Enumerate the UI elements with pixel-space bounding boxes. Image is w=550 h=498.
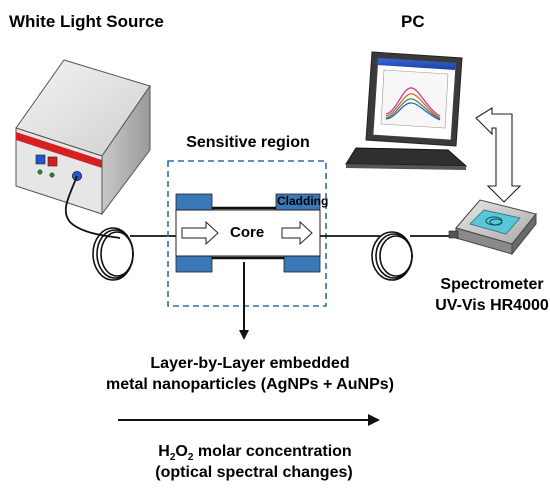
formula-sub2: 2 xyxy=(187,452,194,464)
lbl-description-line1: Layer-by-Layer embedded xyxy=(150,355,350,372)
cladding-label: Cladding xyxy=(277,194,329,208)
spectrometer-model-label: UV-Vis HR4000 xyxy=(435,297,549,314)
sensitive-region-label: Sensitive region xyxy=(186,134,310,151)
arrow-icon xyxy=(475,107,522,203)
pc-icon xyxy=(345,51,468,170)
light-source-label: White Light Source xyxy=(9,12,164,31)
sensitive-region-box xyxy=(167,160,327,307)
spectral-changes-label: (optical spectral changes) xyxy=(155,464,353,481)
arrow-icon xyxy=(281,220,313,246)
red-switch xyxy=(47,156,58,167)
concentration-label: H2O2 molar concentration xyxy=(158,443,351,463)
light-source-icon xyxy=(15,59,151,216)
concentration-text: molar concentration xyxy=(193,443,352,460)
spectrometer-label: Spectrometer xyxy=(440,276,544,293)
spectrometer-icon xyxy=(448,199,537,256)
fiber-cable xyxy=(64,175,121,239)
formula-h: H xyxy=(158,443,170,460)
formula-sub1: 2 xyxy=(169,452,176,464)
fiber-coil-icon xyxy=(371,231,413,281)
arrow-icon xyxy=(181,220,219,246)
lbl-description-line2: metal nanoparticles (AgNPs + AuNPs) xyxy=(106,376,394,393)
core-label: Core xyxy=(230,224,265,241)
fiber-coil-icon xyxy=(92,227,134,281)
formula-o: O xyxy=(175,443,188,460)
blue-switch xyxy=(35,154,46,165)
pc-label: PC xyxy=(401,12,425,31)
fiber-core-section xyxy=(175,193,321,273)
